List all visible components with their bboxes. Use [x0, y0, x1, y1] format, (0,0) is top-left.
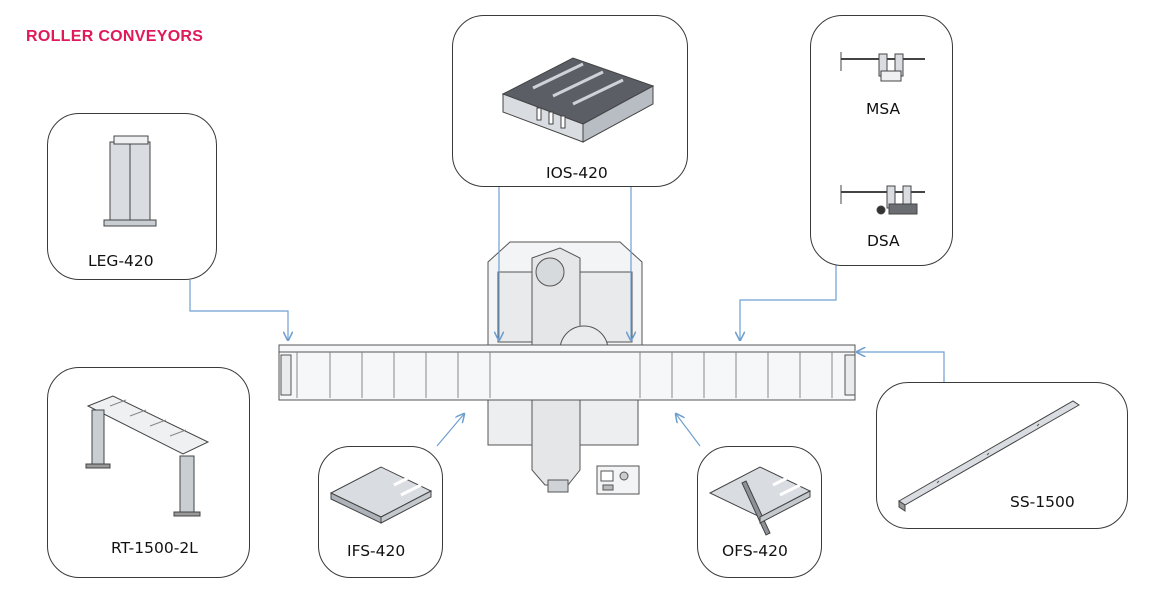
roller-table-icon	[85, 395, 210, 517]
page-title: ROLLER CONVEYORS	[26, 28, 204, 45]
connector-arrows	[189, 187, 945, 447]
accessory-label: MSA	[866, 100, 901, 118]
conveyor-rail	[278, 344, 856, 401]
stop-attachments-icon	[840, 52, 925, 215]
accessory-label: LEG-420	[88, 252, 154, 270]
accessory-card-rt: RT-1500-2L	[47, 367, 250, 578]
support-stand-rail-icon	[898, 400, 1080, 512]
accessory-card-msa-dsa: MSA DSA	[810, 15, 953, 266]
accessory-card-ofs: OFS-420	[697, 446, 822, 578]
leg-stand-icon	[103, 135, 157, 227]
accessory-label: IOS-420	[546, 164, 608, 182]
accessory-label: SS-1500	[1010, 493, 1075, 511]
accessory-card-ifs: IFS-420	[318, 446, 443, 578]
accessory-card-ss: SS-1500	[876, 382, 1128, 529]
accessory-label: RT-1500-2L	[111, 539, 198, 557]
accessory-label: IFS-420	[347, 542, 406, 560]
outfeed-support-icon	[708, 466, 812, 536]
infeed-support-icon	[329, 466, 433, 524]
accessory-card-leg: LEG-420	[47, 113, 217, 280]
accessory-label: OFS-420	[722, 542, 788, 560]
infeed-outfeed-support-icon	[501, 57, 655, 143]
accessory-card-ios: IOS-420	[452, 15, 688, 187]
accessory-label: DSA	[867, 232, 900, 250]
